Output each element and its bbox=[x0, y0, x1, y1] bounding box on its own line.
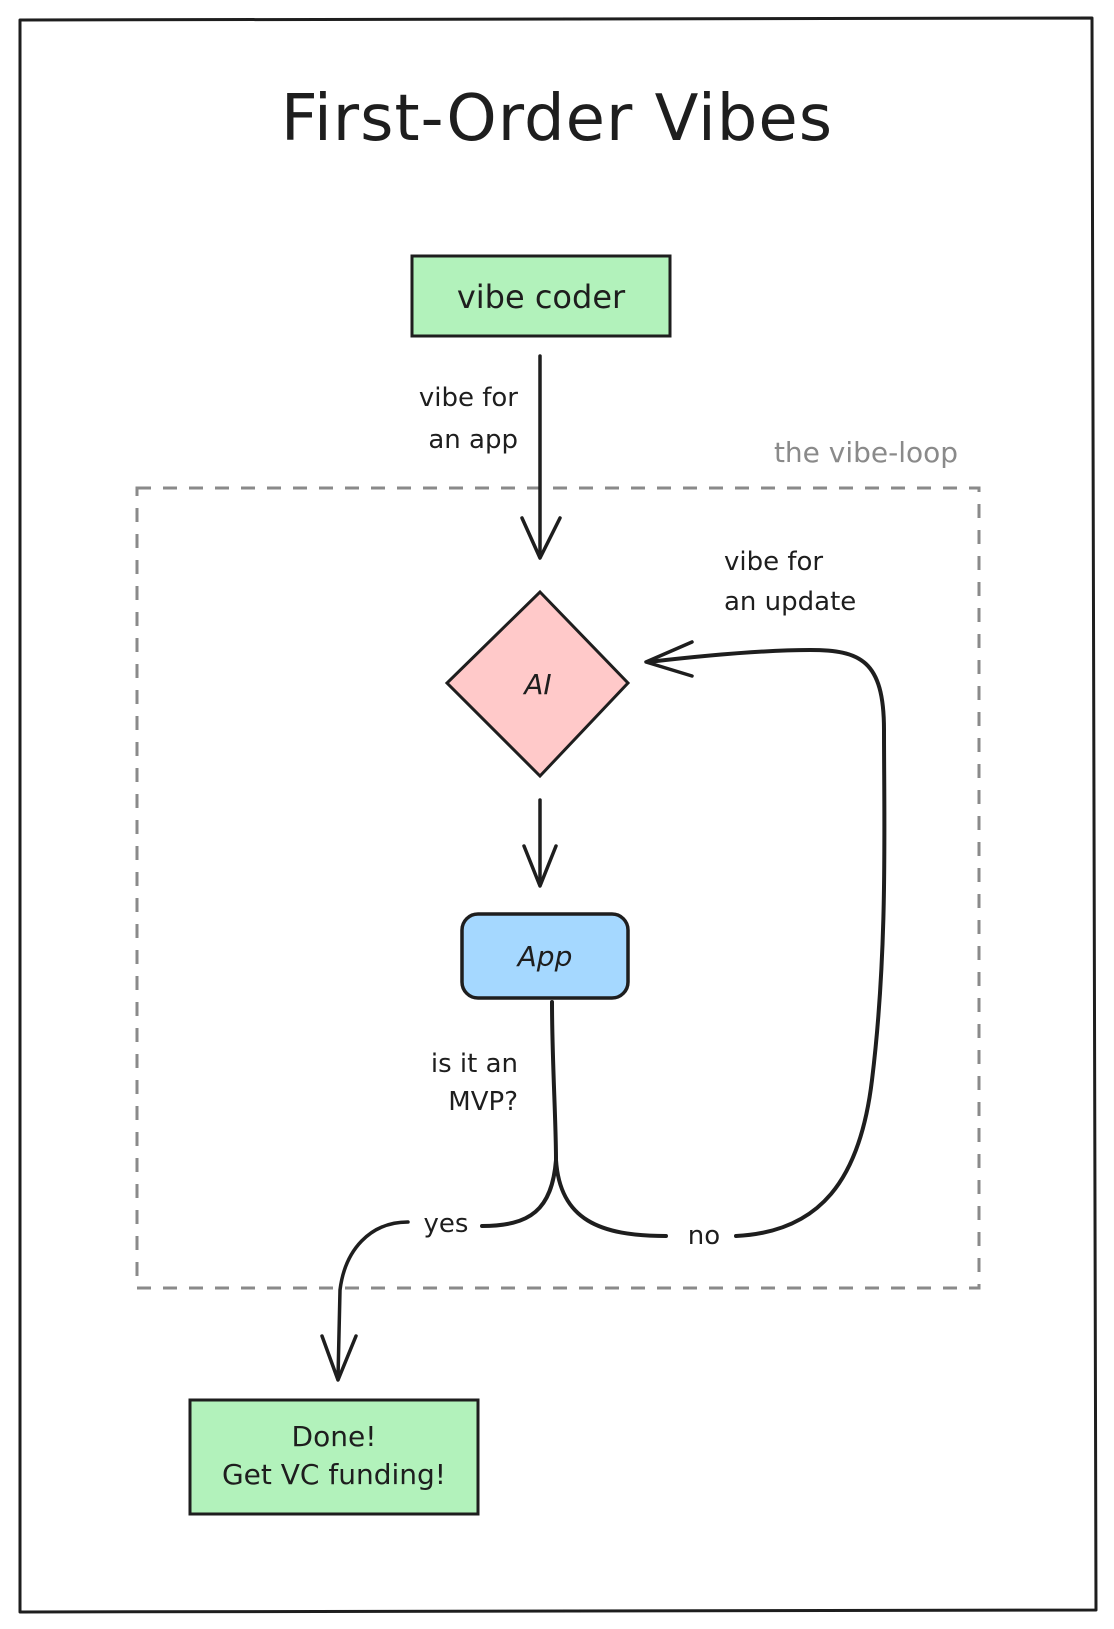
edge-ai-to-app bbox=[522, 798, 558, 888]
vibe-loop-label: the vibe-loop bbox=[774, 436, 958, 469]
edge-yes-label: yes bbox=[424, 1209, 469, 1239]
edge-coder-to-ai: vibe for an app bbox=[419, 354, 562, 560]
edge-update-label-1: vibe for bbox=[724, 547, 823, 577]
node-done-label-1: Done! bbox=[292, 1420, 377, 1453]
edge-coder-to-ai-label-2: an app bbox=[428, 425, 518, 455]
edge-coder-to-ai-label-1: vibe for bbox=[419, 383, 518, 413]
node-done-label-2: Get VC funding! bbox=[222, 1458, 446, 1491]
diagram-title: First-Order Vibes bbox=[281, 82, 833, 156]
node-done: Done! Get VC funding! bbox=[188, 1398, 480, 1516]
edge-update-label-2: an update bbox=[724, 587, 856, 617]
node-ai-label: AI bbox=[522, 668, 551, 701]
edge-no-label: no bbox=[688, 1221, 720, 1251]
edge-no-branch: no vibe for an update bbox=[554, 547, 887, 1251]
edge-app-trunk bbox=[550, 1000, 558, 1162]
node-ai: AI bbox=[444, 589, 631, 779]
outer-frame bbox=[18, 16, 1098, 1614]
node-app: App bbox=[460, 912, 630, 1000]
edge-question-label-2: MVP? bbox=[448, 1087, 518, 1117]
edge-yes-branch: yes bbox=[320, 1158, 558, 1382]
vibe-loop-group bbox=[135, 486, 981, 1290]
edge-question-label-1: is it an bbox=[431, 1049, 518, 1079]
node-vibe-coder: vibe coder bbox=[410, 254, 672, 338]
node-app-label: App bbox=[516, 940, 573, 973]
node-vibe-coder-label: vibe coder bbox=[457, 278, 626, 316]
